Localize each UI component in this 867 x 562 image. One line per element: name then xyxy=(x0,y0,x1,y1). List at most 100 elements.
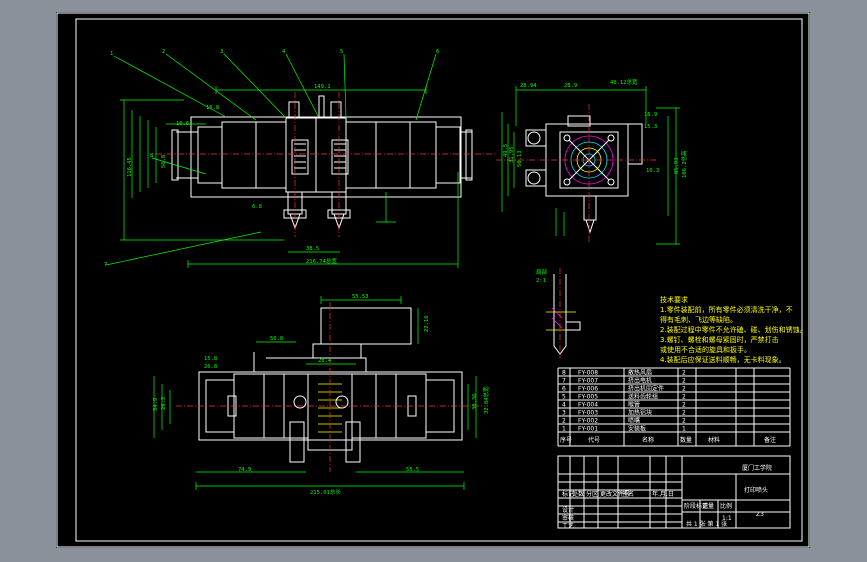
dim-side-left-2: 50.13 xyxy=(517,150,523,167)
parts-name: 送料齿轮组 xyxy=(628,393,658,401)
tb-stage: 阶段标记 xyxy=(684,502,708,510)
tb-scale-label: 比例 xyxy=(720,502,732,510)
parts-header-material: 材料 xyxy=(708,436,720,444)
tb-scale: 1:1 xyxy=(722,515,732,522)
side-view: 28.94 28.9 40.12总宽 49.5 31.95 50.13 106.… xyxy=(496,78,688,245)
tb-school: 厦门工学院 xyxy=(742,464,772,472)
dim-side-top-1: 28.9 xyxy=(564,83,577,89)
parts-seq: 8 xyxy=(562,370,566,377)
balloon-1: 1 xyxy=(110,51,113,57)
balloon-5: 5 xyxy=(340,49,343,55)
parts-code: FY-005 xyxy=(578,394,598,401)
dim-front-left-3: 56.8 xyxy=(161,155,167,168)
parts-code: FY-001 xyxy=(578,426,598,433)
dim-front-left-1: 10.6 xyxy=(176,121,189,127)
plan-view: 55.53 215.01总长 74.9 55.5 34.9 26.3 15.8 … xyxy=(153,294,490,496)
parts-name: 加热铝块 xyxy=(628,409,652,417)
parts-header-seq: 序号 xyxy=(560,436,572,444)
parts-qty: 2 xyxy=(682,378,686,385)
balloon-2: 2 xyxy=(162,49,165,55)
drawing-svg: 1 2 3 4 5 6 7 8 149.1 216.74总宽 38.5 116.… xyxy=(56,12,810,548)
dim-front-left-2: 6.8 xyxy=(252,204,262,210)
dim-plan-mid-1: 28.4 xyxy=(318,358,332,364)
notes-line-5: 4.装配后应保证送料顺畅，无卡料现象。 xyxy=(660,355,786,364)
parts-name: 安装板 xyxy=(628,425,646,433)
parts-code: FY-003 xyxy=(578,410,598,417)
parts-code: FY-004 xyxy=(578,402,598,409)
detail-scale: 2:1 xyxy=(536,278,546,284)
parts-qty: 2 xyxy=(682,386,686,393)
parts-qty: 2 xyxy=(682,370,686,377)
tb-drawing-name: 打印喷头 xyxy=(744,486,768,494)
balloon-4: 4 xyxy=(282,49,286,55)
parts-code: FY-008 xyxy=(578,370,598,377)
notes-line-2: 2.装配过程中零件不允许磕、碰、划伤和锈蚀。 xyxy=(660,325,807,334)
parts-header-remark: 备注 xyxy=(764,436,776,444)
inner-frame xyxy=(75,18,803,542)
parts-seq: 2 xyxy=(562,418,566,425)
notes-line-0: 1.零件装配前，所有零件必须清洗干净，不 xyxy=(660,305,793,314)
front-body-outline xyxy=(190,116,462,198)
parts-seq: 5 xyxy=(562,394,566,401)
dim-plan-left-3: 26.8 xyxy=(204,364,217,370)
dim-plan-left-0: 34.9 xyxy=(153,398,159,411)
parts-header-code: 代号 xyxy=(588,436,600,444)
tb-process: 工艺 xyxy=(562,522,574,530)
dim-front-bottom: 38.5 xyxy=(306,246,319,252)
tb-weight: 重量 xyxy=(702,502,714,510)
title-block: 标记 处数 分区 更改文件号 签名 年.月.日 设计 审核 工艺 阶段标记 重量… xyxy=(557,455,791,530)
tb-drawing-no: Z3 xyxy=(756,511,764,518)
tb-design: 设计 xyxy=(562,506,574,514)
parts-seq: 7 xyxy=(562,378,566,385)
detail-label: 局部 xyxy=(536,268,548,276)
balloon-8: 8 xyxy=(150,153,153,159)
balloon-7: 7 xyxy=(104,262,107,268)
drawing-sheet: 1 2 3 4 5 6 7 8 149.1 216.74总宽 38.5 116.… xyxy=(56,12,810,548)
parts-qty: 2 xyxy=(682,394,686,401)
parts-name: 喷嘴 xyxy=(628,417,640,425)
dim-plan-left-1: 26.3 xyxy=(161,397,167,410)
dim-side-small-2: 10.3 xyxy=(646,168,659,174)
dim-plan-bottom-1: 55.5 xyxy=(406,467,419,473)
notes-title: 技术要求 xyxy=(660,295,688,304)
parts-qty: 1 xyxy=(682,426,686,433)
parts-seq: 6 xyxy=(562,386,566,393)
balloon-3: 3 xyxy=(220,49,223,55)
tb-sign: 签名 xyxy=(622,490,634,498)
tb-review: 审核 xyxy=(562,514,574,522)
dim-side-right-0: 106.2总高 xyxy=(680,150,688,178)
parts-header-qty: 数量 xyxy=(680,436,692,444)
tb-zone: 分区 xyxy=(586,490,598,498)
parts-seq: 4 xyxy=(562,402,566,409)
tb-change: 更改文件号 xyxy=(600,490,630,498)
dim-plan-right-0: 22.16 xyxy=(424,315,430,332)
parts-name: 散热风扇 xyxy=(628,369,652,377)
dim-front-top: 149.1 xyxy=(314,84,331,90)
notes-line-1: 得有毛刺、飞边等缺陷。 xyxy=(660,315,737,324)
dim-plan-bottom-0: 74.9 xyxy=(238,467,251,473)
dim-plan-left-2: 15.8 xyxy=(204,356,217,362)
dim-side-left-0: 49.5 xyxy=(503,144,509,157)
dim-front-left-0: 16.8 xyxy=(206,105,219,111)
dim-front-width: 216.74总宽 xyxy=(306,257,337,265)
parts-code: FY-006 xyxy=(578,386,598,393)
balloon-6: 6 xyxy=(436,49,439,55)
dim-plan-mid-0: 50.0 xyxy=(270,336,283,342)
front-view: 1 2 3 4 5 6 7 8 149.1 216.74总宽 38.5 116.… xyxy=(104,49,496,268)
notes-line-4: 或使用不合适的旋具和扳手。 xyxy=(660,345,751,354)
dim-plan-top: 55.53 xyxy=(352,294,369,300)
dim-plan-right-1: 30.36 xyxy=(472,393,478,410)
parts-seq: 3 xyxy=(562,410,566,417)
tb-sheet: 共 1 张 第 1 张 xyxy=(686,520,727,528)
outer-frame xyxy=(56,12,810,548)
parts-name: 挤出电机 xyxy=(628,377,652,385)
tb-date: 年.月.日 xyxy=(652,490,674,498)
technical-notes: 技术要求 1.零件装配前，所有零件必须清洗干净，不 得有毛刺、飞边等缺陷。 2.… xyxy=(660,295,807,364)
parts-qty: 2 xyxy=(682,410,686,417)
dim-front-height: 116.45 xyxy=(127,157,133,177)
parts-seq: 1 xyxy=(562,426,566,433)
dim-side-small-1: 15.3 xyxy=(644,124,657,130)
parts-code: FY-002 xyxy=(578,418,598,425)
